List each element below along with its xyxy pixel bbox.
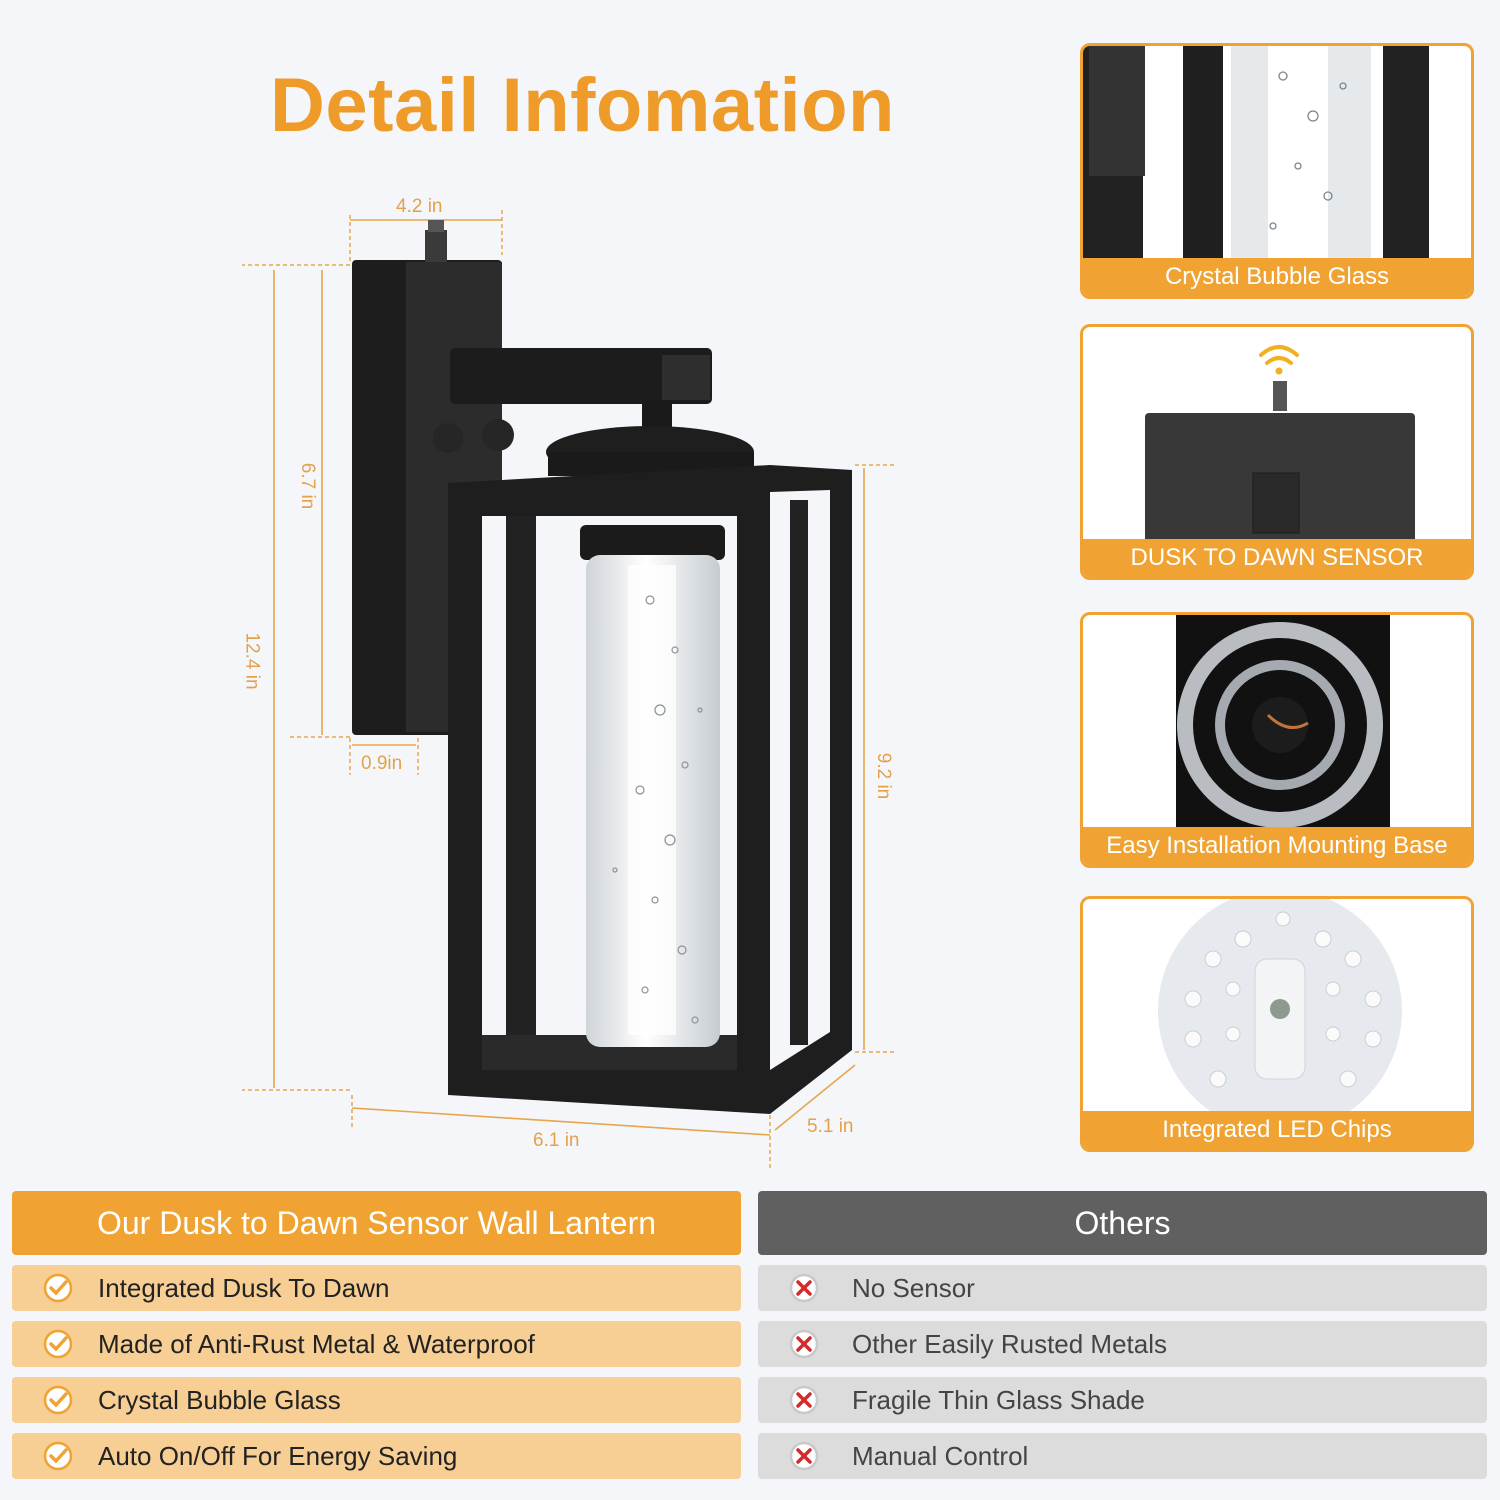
dim-width-bottom: 5.1 in — [807, 1116, 854, 1137]
feature-caption: Crystal Bubble Glass — [1083, 258, 1471, 296]
ours-row: Auto On/Off For Energy Saving — [12, 1433, 741, 1479]
ours-row-text: Integrated Dusk To Dawn — [98, 1273, 390, 1303]
check-circle-icon — [43, 1273, 73, 1303]
lantern-illustration — [242, 210, 895, 1170]
x-circle-icon — [789, 1385, 819, 1415]
dim-depth-bottom: 6.1 in — [533, 1130, 580, 1151]
page-title: Detail Infomation — [270, 63, 895, 148]
dim-width-top: 4.2 in — [396, 196, 443, 217]
ours-row: Crystal Bubble Glass — [12, 1377, 741, 1423]
sensor-photo — [1083, 327, 1471, 545]
others-row: Fragile Thin Glass Shade — [758, 1377, 1487, 1423]
others-row-text: Other Easily Rusted Metals — [852, 1329, 1168, 1359]
dim-height-upper: 6.7 in — [297, 462, 319, 510]
dim-depth-base: 0.9in — [361, 753, 403, 774]
check-circle-icon — [43, 1441, 73, 1471]
feature-caption: Integrated LED Chips — [1083, 1111, 1471, 1149]
others-row-text: No Sensor — [852, 1273, 975, 1303]
ours-row-text: Crystal Bubble Glass — [98, 1385, 341, 1415]
feature-card-mounting-base: Easy Installation Mounting Base — [1080, 612, 1474, 868]
feature-card-led-chips: Integrated LED Chips — [1080, 896, 1474, 1152]
others-row: No Sensor — [758, 1265, 1487, 1311]
mounting-base-photo — [1083, 615, 1471, 833]
check-circle-icon — [43, 1385, 73, 1415]
ours-row-text: Made of Anti-Rust Metal & Waterproof — [98, 1329, 535, 1359]
check-circle-icon — [43, 1329, 73, 1359]
dim-height-shade: 9.2 in — [873, 752, 895, 800]
others-row-text: Manual Control — [852, 1441, 1029, 1471]
feature-caption: Easy Installation Mounting Base — [1083, 827, 1471, 865]
bubble-glass-photo — [1083, 46, 1471, 264]
ours-row: Integrated Dusk To Dawn — [12, 1265, 741, 1311]
ours-row: Made of Anti-Rust Metal & Waterproof — [12, 1321, 741, 1367]
x-circle-icon — [789, 1441, 819, 1471]
x-circle-icon — [789, 1273, 819, 1303]
feature-card-bubble-glass: Crystal Bubble Glass — [1080, 43, 1474, 299]
x-circle-icon — [789, 1329, 819, 1359]
others-row: Other Easily Rusted Metals — [758, 1321, 1487, 1367]
led-chips-photo — [1083, 899, 1471, 1133]
others-row: Manual Control — [758, 1433, 1487, 1479]
others-row-text: Fragile Thin Glass Shade — [852, 1385, 1145, 1415]
dim-height-total: 12.4 in — [241, 632, 263, 690]
others-header: Others — [758, 1191, 1487, 1255]
lantern-diagram: 4.2 in 6.7 in 12.4 in 0.9in 9.2 in 6.1 i… — [230, 190, 930, 1180]
feature-caption: DUSK TO DAWN SENSOR — [1083, 539, 1471, 577]
ours-header: Our Dusk to Dawn Sensor Wall Lantern — [12, 1191, 741, 1255]
ours-row-text: Auto On/Off For Energy Saving — [98, 1441, 458, 1471]
feature-card-sensor: DUSK TO DAWN SENSOR — [1080, 324, 1474, 580]
